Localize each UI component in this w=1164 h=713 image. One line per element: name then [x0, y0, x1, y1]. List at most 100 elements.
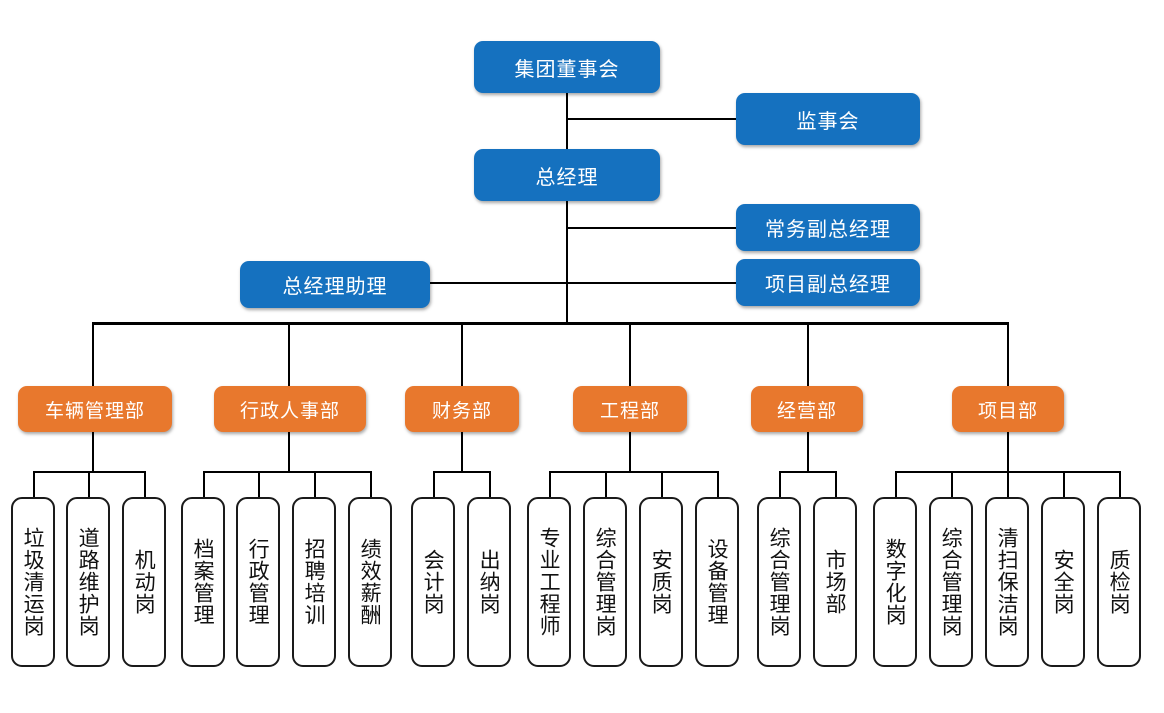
connector-dept-5-child-1: [951, 471, 953, 498]
connector-dept-1-child-3: [370, 471, 372, 498]
node-position-4-0-label: 综合管理岗: [767, 527, 792, 637]
node-department-1-label: 行政人事部: [239, 399, 340, 422]
node-department-4[interactable]: 经营部: [751, 386, 863, 432]
node-board[interactable]: 集团董事会: [474, 41, 660, 93]
node-position-5-0-label: 数字化岗: [883, 538, 908, 626]
connector-dept-1-child-1: [258, 471, 260, 498]
connector-dept-0-child-0: [33, 471, 35, 498]
connector-gm-to-exec-deputy: [566, 227, 736, 229]
connector-dept-5-child-0: [895, 471, 897, 498]
connector-dept-4-stem: [807, 432, 809, 472]
node-position-2-0[interactable]: 会计岗: [411, 497, 455, 667]
node-position-5-3[interactable]: 安全岗: [1041, 497, 1085, 667]
connector-dept-4-child-0: [779, 471, 781, 498]
node-position-0-2-label: 机动岗: [132, 549, 157, 615]
node-position-3-2[interactable]: 安质岗: [639, 497, 683, 667]
node-position-0-2[interactable]: 机动岗: [122, 497, 166, 667]
node-project-deputy-gm[interactable]: 项目副总经理: [736, 259, 920, 306]
connector-dept-1-child-0: [203, 471, 205, 498]
connector-board-to-supervisory: [566, 118, 736, 120]
node-position-1-3-label: 绩效薪酬: [358, 538, 383, 626]
connector-dept-2-child-0: [433, 471, 435, 498]
connector-dept-3-child-1: [605, 471, 607, 498]
node-department-2[interactable]: 财务部: [405, 386, 519, 432]
node-department-3-label: 工程部: [599, 399, 660, 422]
connector-dept-5-stem: [1007, 432, 1009, 472]
connector-dept-4-bar: [779, 471, 837, 473]
node-position-0-0-label: 垃圾清运岗: [21, 527, 46, 637]
connector-dept-1-stem: [288, 432, 290, 472]
node-position-3-2-label: 安质岗: [649, 549, 674, 615]
connector-dept-4-child-1: [835, 471, 837, 498]
node-position-1-1-label: 行政管理: [246, 538, 271, 626]
node-position-0-0[interactable]: 垃圾清运岗: [11, 497, 55, 667]
node-position-0-1[interactable]: 道路维护岗: [66, 497, 110, 667]
node-position-1-2[interactable]: 招聘培训: [292, 497, 336, 667]
connector-gm-to-project-deputy: [566, 282, 736, 284]
node-gm-assistant[interactable]: 总经理助理: [240, 261, 430, 308]
connector-dept-0-stem: [92, 432, 94, 472]
node-position-3-0-label: 专业工程师: [537, 527, 562, 637]
node-position-5-1[interactable]: 综合管理岗: [929, 497, 973, 667]
node-position-2-1-label: 出纳岗: [477, 549, 502, 615]
connector-dept-0-child-1: [88, 471, 90, 498]
node-position-1-1[interactable]: 行政管理: [236, 497, 280, 667]
connector-dept-3-child-0: [549, 471, 551, 498]
node-general-manager[interactable]: 总经理: [474, 149, 660, 201]
node-department-3[interactable]: 工程部: [573, 386, 687, 432]
connector-board-to-gm: [566, 93, 568, 149]
node-position-5-4[interactable]: 质检岗: [1097, 497, 1141, 667]
node-position-3-1[interactable]: 综合管理岗: [583, 497, 627, 667]
connector-bus-drop-2: [288, 322, 290, 386]
node-supervisory-board[interactable]: 监事会: [736, 93, 920, 145]
connector-gm-trunk: [566, 201, 568, 324]
node-supervisory-board-label: 监事会: [796, 108, 860, 133]
node-position-1-2-label: 招聘培训: [302, 538, 327, 626]
node-position-5-1-label: 综合管理岗: [939, 527, 964, 637]
connector-dept-0-child-2: [144, 471, 146, 498]
node-department-0-label: 车辆管理部: [44, 399, 145, 422]
node-position-5-2-label: 清扫保洁岗: [995, 527, 1020, 637]
connector-dept-3-stem: [629, 432, 631, 472]
node-position-2-0-label: 会计岗: [421, 549, 446, 615]
connector-dept-5-child-4: [1119, 471, 1121, 498]
node-project-deputy-gm-label: 项目副总经理: [765, 272, 891, 296]
node-position-1-0[interactable]: 档案管理: [181, 497, 225, 667]
connector-dept-2-child-1: [489, 471, 491, 498]
node-position-3-1-label: 综合管理岗: [593, 527, 618, 637]
connector-dept-2-bar: [433, 471, 491, 473]
node-position-3-3[interactable]: 设备管理: [695, 497, 739, 667]
node-department-5[interactable]: 项目部: [952, 386, 1064, 432]
node-position-4-1[interactable]: 市场部: [813, 497, 857, 667]
node-position-3-0[interactable]: 专业工程师: [527, 497, 571, 667]
node-position-4-0[interactable]: 综合管理岗: [757, 497, 801, 667]
node-executive-deputy-gm[interactable]: 常务副总经理: [736, 204, 920, 251]
node-department-2-label: 财务部: [431, 399, 492, 422]
connector-dept-1-bar: [203, 471, 372, 473]
node-position-5-4-label: 质检岗: [1107, 549, 1132, 615]
connector-bus-drop-3: [461, 322, 463, 386]
node-department-0[interactable]: 车辆管理部: [18, 386, 172, 432]
node-position-5-2[interactable]: 清扫保洁岗: [985, 497, 1029, 667]
node-board-label: 集团董事会: [514, 56, 620, 81]
connector-dept-5-child-2: [1007, 471, 1009, 498]
connector-dept-2-stem: [461, 432, 463, 472]
connector-dept-5-child-3: [1063, 471, 1065, 498]
node-position-1-3[interactable]: 绩效薪酬: [348, 497, 392, 667]
connector-bus-drop-6: [1007, 322, 1009, 386]
connector-bus-drop-4: [629, 322, 631, 386]
node-position-0-1-label: 道路维护岗: [76, 527, 101, 637]
node-department-1[interactable]: 行政人事部: [214, 386, 366, 432]
node-department-5-label: 项目部: [977, 399, 1038, 422]
connector-department-bus: [92, 322, 1008, 325]
connector-dept-3-bar: [549, 471, 719, 473]
node-position-2-1[interactable]: 出纳岗: [467, 497, 511, 667]
node-position-3-3-label: 设备管理: [705, 538, 730, 626]
node-position-5-0[interactable]: 数字化岗: [873, 497, 917, 667]
node-general-manager-label: 总经理: [535, 164, 599, 189]
connector-bus-drop-1: [92, 322, 94, 386]
connector-gm-to-assistant: [430, 282, 566, 284]
node-position-1-0-label: 档案管理: [191, 538, 216, 626]
node-position-4-1-label: 市场部: [823, 549, 848, 615]
